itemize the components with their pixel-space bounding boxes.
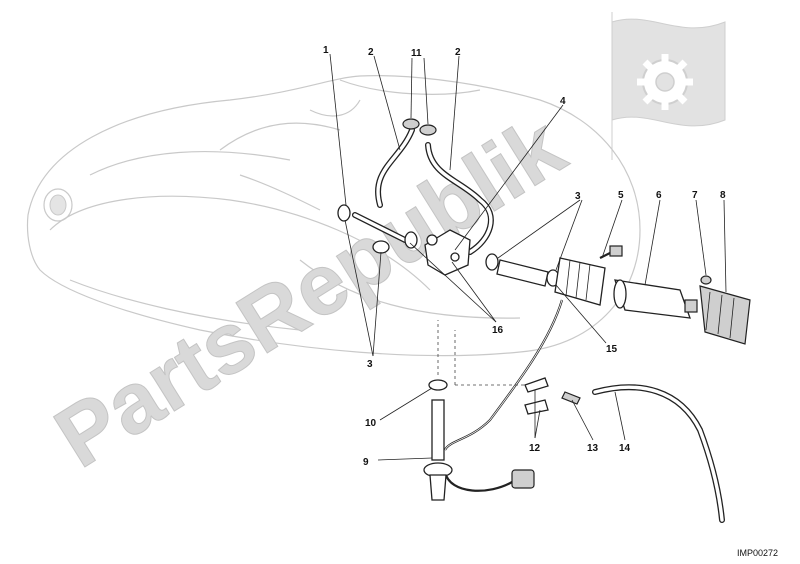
callout-2: 2 bbox=[455, 47, 461, 58]
gear-flag-logo-icon bbox=[611, 12, 726, 160]
watermark-text: PartsRepublik bbox=[39, 98, 580, 486]
callout-10: 10 bbox=[365, 418, 377, 429]
callout-1: 1 bbox=[323, 45, 329, 56]
callout-16: 16 bbox=[492, 325, 504, 336]
callout-7: 7 bbox=[692, 190, 698, 201]
tank-flange-fitting bbox=[424, 229, 471, 276]
callout-3: 3 bbox=[367, 359, 373, 370]
reference-code: IMP00272 bbox=[737, 548, 778, 558]
cable-clips-12 bbox=[524, 377, 549, 415]
hose-clips bbox=[337, 204, 560, 287]
callout-3: 3 bbox=[575, 191, 581, 202]
hose-clip-11 bbox=[402, 118, 437, 136]
callout-14: 14 bbox=[619, 443, 631, 454]
callout-13: 13 bbox=[587, 443, 599, 454]
leader-lines bbox=[329, 53, 727, 461]
callout-6: 6 bbox=[656, 190, 662, 201]
wiring-harness bbox=[443, 299, 564, 492]
fuel-pump bbox=[613, 279, 698, 319]
pump-filter-sleeve bbox=[699, 285, 751, 345]
fuel-hoses bbox=[352, 127, 494, 255]
callout-12: 12 bbox=[529, 443, 541, 454]
callout-15: 15 bbox=[606, 344, 618, 355]
breather-hose bbox=[561, 384, 725, 523]
callout-2: 2 bbox=[368, 47, 374, 58]
callout-8: 8 bbox=[720, 190, 726, 201]
callout-11: 11 bbox=[411, 48, 422, 59]
callout-labels: 1 2 11 2 4 3 5 6 7 8 16 15 3 10 9 12 13 … bbox=[323, 45, 726, 468]
pump-hose bbox=[496, 259, 549, 287]
fuel-level-sensor bbox=[423, 379, 453, 501]
pump-rubber-boot bbox=[554, 245, 623, 306]
fuel-tank-outline bbox=[26, 75, 641, 357]
callout-5: 5 bbox=[618, 190, 624, 201]
callout-4: 4 bbox=[560, 96, 566, 107]
pump-clamp bbox=[700, 275, 712, 285]
callout-9: 9 bbox=[363, 457, 369, 468]
